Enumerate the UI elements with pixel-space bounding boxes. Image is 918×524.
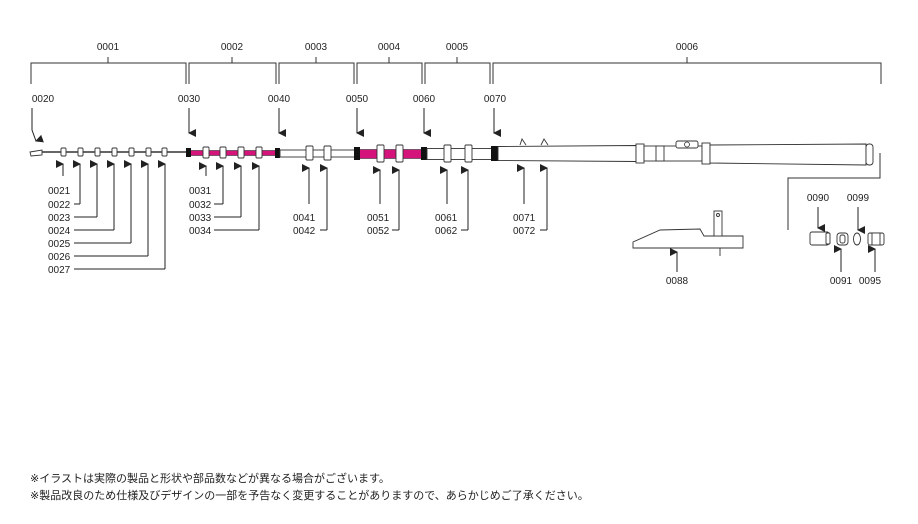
part-label-0090: 0090 [807, 193, 830, 204]
part-label-0052: 0052 [367, 226, 390, 237]
section-label-0005: 0005 [446, 42, 469, 53]
butt-cap-bracket [787, 153, 881, 230]
part-label-0023: 0023 [48, 213, 71, 224]
part-label-0021: 0021 [48, 186, 71, 197]
part-label-0061: 0061 [435, 213, 458, 224]
part-label-0022: 0022 [48, 200, 71, 211]
part-label-0072: 0072 [513, 226, 536, 237]
part-label-0095: 0095 [859, 276, 882, 287]
butt-cap-parts [809, 231, 885, 246]
section-label-0006: 0006 [676, 42, 699, 53]
joint-label-0060: 0060 [413, 94, 436, 105]
joint-label-0020: 0020 [32, 94, 55, 105]
part-label-0034: 0034 [189, 226, 212, 237]
part-label-0026: 0026 [48, 252, 71, 263]
joint-label-0070: 0070 [484, 94, 507, 105]
part-label-0033: 0033 [189, 213, 212, 224]
part-label-0062: 0062 [435, 226, 458, 237]
butt-cap-leaders [817, 207, 876, 272]
section-label-0001: 0001 [97, 42, 120, 53]
part-label-0024: 0024 [48, 226, 71, 237]
section-label-0003: 0003 [305, 42, 328, 53]
section-label-0002: 0002 [221, 42, 244, 53]
rod-blank [29, 140, 874, 166]
part-label-0027: 0027 [48, 265, 71, 276]
part-label-0099: 0099 [847, 193, 870, 204]
section-label-0004: 0004 [378, 42, 401, 53]
footnote-1: ※イラストは実際の製品と形状や部品数などが異なる場合がございます。 [30, 472, 390, 485]
reel-seat-part [632, 210, 744, 256]
part-label-0091: 0091 [830, 276, 853, 287]
joint-label-0030: 0030 [178, 94, 201, 105]
callout-labels: 0021 0022 0023 0024 0025 0026 0027 0031 … [48, 186, 536, 276]
joint-arrows [31, 108, 501, 143]
section-brackets [30, 57, 882, 84]
joint-label-0040: 0040 [268, 94, 291, 105]
joint-label-0050: 0050 [346, 94, 369, 105]
footnotes: ※イラストは実際の製品と形状や部品数などが異なる場合がございます。 ※製品改良の… [30, 470, 589, 504]
part-label-0051: 0051 [367, 213, 390, 224]
rod-guides [60, 137, 549, 163]
part-label-0031: 0031 [189, 186, 212, 197]
callout-leaders [56, 160, 548, 270]
part-label-0041: 0041 [293, 213, 316, 224]
part-label-0025: 0025 [48, 239, 71, 250]
part-label-0071: 0071 [513, 213, 536, 224]
part-label-0042: 0042 [293, 226, 316, 237]
part-label-0088: 0088 [666, 276, 689, 287]
footnote-2: ※製品改良のため仕様及びデザインの一部を予告なく変更することがありますので、あら… [30, 489, 589, 502]
part-label-0032: 0032 [189, 200, 212, 211]
